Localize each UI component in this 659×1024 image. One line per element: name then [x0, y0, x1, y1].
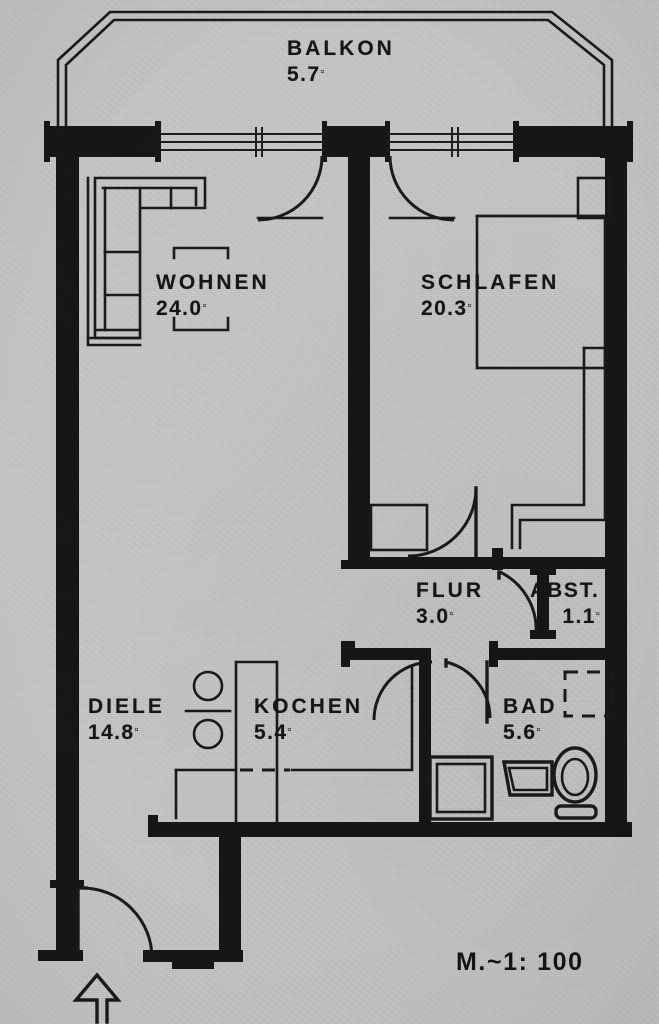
room-name-abst: ABST.: [530, 579, 600, 602]
wardrobe-fixture: [510, 346, 607, 550]
room-name-schlafen: SCHLAFEN: [421, 271, 560, 294]
bed-fixture: [475, 214, 607, 370]
sink-fixture: [501, 760, 554, 797]
room-area-flur: 3.0▫: [416, 604, 454, 628]
door-schlafen-flur: [407, 486, 478, 558]
room-label-kochen: KOCHEN 5.4▫: [254, 694, 363, 745]
scale-note: M.~1: 100: [456, 948, 584, 976]
dresser-fixture: [369, 503, 429, 552]
room-name-flur: FLUR: [416, 579, 484, 602]
door-entrance: [76, 886, 154, 959]
room-label-schlafen: SCHLAFEN 20.3▫: [421, 270, 559, 321]
room-name-kochen: KOCHEN: [254, 695, 364, 718]
room-area-balkon: 5.7▫: [287, 62, 325, 86]
room-area-kochen: 5.4▫: [254, 720, 292, 744]
table-fixture: [172, 246, 230, 332]
washing-machine-fixture: [563, 670, 615, 718]
walls-structure: [38, 150, 632, 969]
room-label-diele: DIELE 14.8▫: [88, 694, 165, 745]
sofa-fixture: [86, 176, 207, 347]
room-area-bad: 5.6▫: [503, 720, 541, 744]
balcony-door-right: [388, 155, 456, 222]
room-area-wohnen: 24.0▫: [156, 296, 207, 320]
toilet-fixture: [552, 746, 598, 820]
room-label-bad: BAD 5.6▫: [503, 694, 558, 745]
room-name-wohnen: WOHNEN: [156, 271, 270, 294]
room-name-diele: DIELE: [88, 695, 165, 718]
room-area-schlafen: 20.3▫: [421, 296, 472, 320]
room-label-flur: FLUR 3.0▫: [416, 578, 484, 629]
stove-fixture: [184, 670, 232, 750]
room-name-bad: BAD: [503, 695, 558, 718]
door-bad: [444, 658, 492, 724]
entrance-arrow-icon: [72, 972, 122, 1024]
door-flur-diele: [372, 660, 433, 721]
balcony-railing: [56, 10, 614, 147]
room-label-abst: ABST. 1.1▫: [530, 578, 600, 629]
exterior-wall-top: [44, 121, 633, 162]
room-name-balkon: BALKON: [287, 37, 395, 60]
room-area-diele: 14.8▫: [88, 720, 139, 744]
room-label-wohnen: WOHNEN 24.0▫: [156, 270, 270, 321]
balcony-door-left: [256, 155, 324, 222]
kitchen-counter-fixture: [174, 660, 414, 824]
nightstand-fixture: [576, 176, 612, 220]
room-label-balkon: BALKON 5.7▫: [287, 36, 395, 87]
wall-ticks: [50, 641, 355, 888]
door-flur-abst: [497, 570, 538, 635]
room-area-abst: 1.1▫: [562, 604, 600, 628]
bathtub-fixture: [428, 755, 494, 821]
